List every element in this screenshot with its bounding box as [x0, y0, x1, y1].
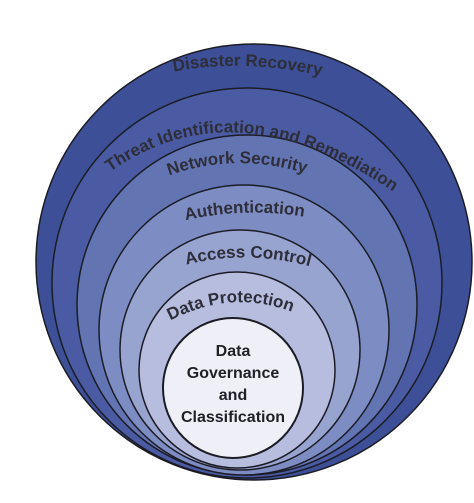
core-label-line-1: Data: [216, 343, 251, 360]
core-label-line-2: Governance: [187, 365, 280, 382]
core-label-line-4: Classification: [181, 409, 285, 426]
core-circle: [162, 317, 304, 459]
core-label-line-3: and: [219, 387, 247, 404]
